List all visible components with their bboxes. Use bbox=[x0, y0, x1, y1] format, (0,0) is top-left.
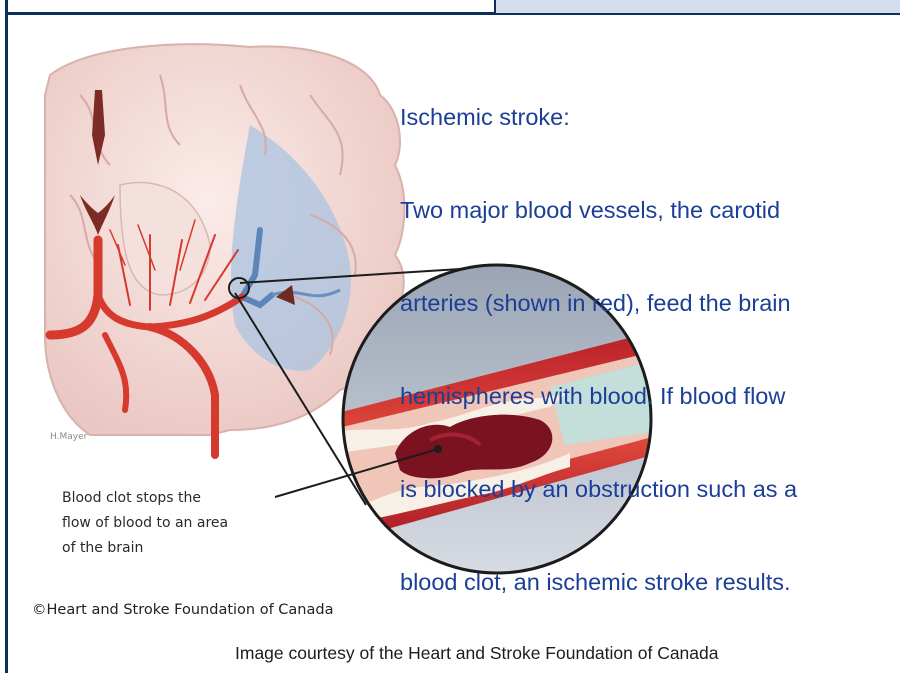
caption-block: Ischemic stroke: Two major blood vessels… bbox=[400, 40, 898, 629]
clot-label: Blood clot stops the flow of blood to an… bbox=[62, 486, 302, 561]
clot-label-line: Blood clot stops the bbox=[62, 486, 302, 511]
image-credit: Image courtesy of the Heart and Stroke F… bbox=[235, 643, 719, 664]
copyright-notice: ©Heart and Stroke Foundation of Canada bbox=[32, 602, 333, 618]
frame-left-border bbox=[5, 0, 8, 673]
clot-label-line: flow of blood to an area bbox=[62, 511, 302, 536]
caption-line: blood clot, an ischemic stroke results. bbox=[400, 567, 898, 598]
caption-title: Ischemic stroke: bbox=[400, 102, 898, 133]
caption-line: hemispheres with blood. If blood flow bbox=[400, 381, 898, 412]
clot-label-line: of the brain bbox=[62, 536, 302, 561]
artist-signature: H.Mayer bbox=[50, 432, 87, 442]
top-tab-panel bbox=[494, 0, 900, 13]
caption-line: is blocked by an obstruction such as a bbox=[400, 474, 898, 505]
caption-line: Two major blood vessels, the carotid bbox=[400, 195, 898, 226]
caption-line: arteries (shown in red), feed the brain bbox=[400, 288, 898, 319]
